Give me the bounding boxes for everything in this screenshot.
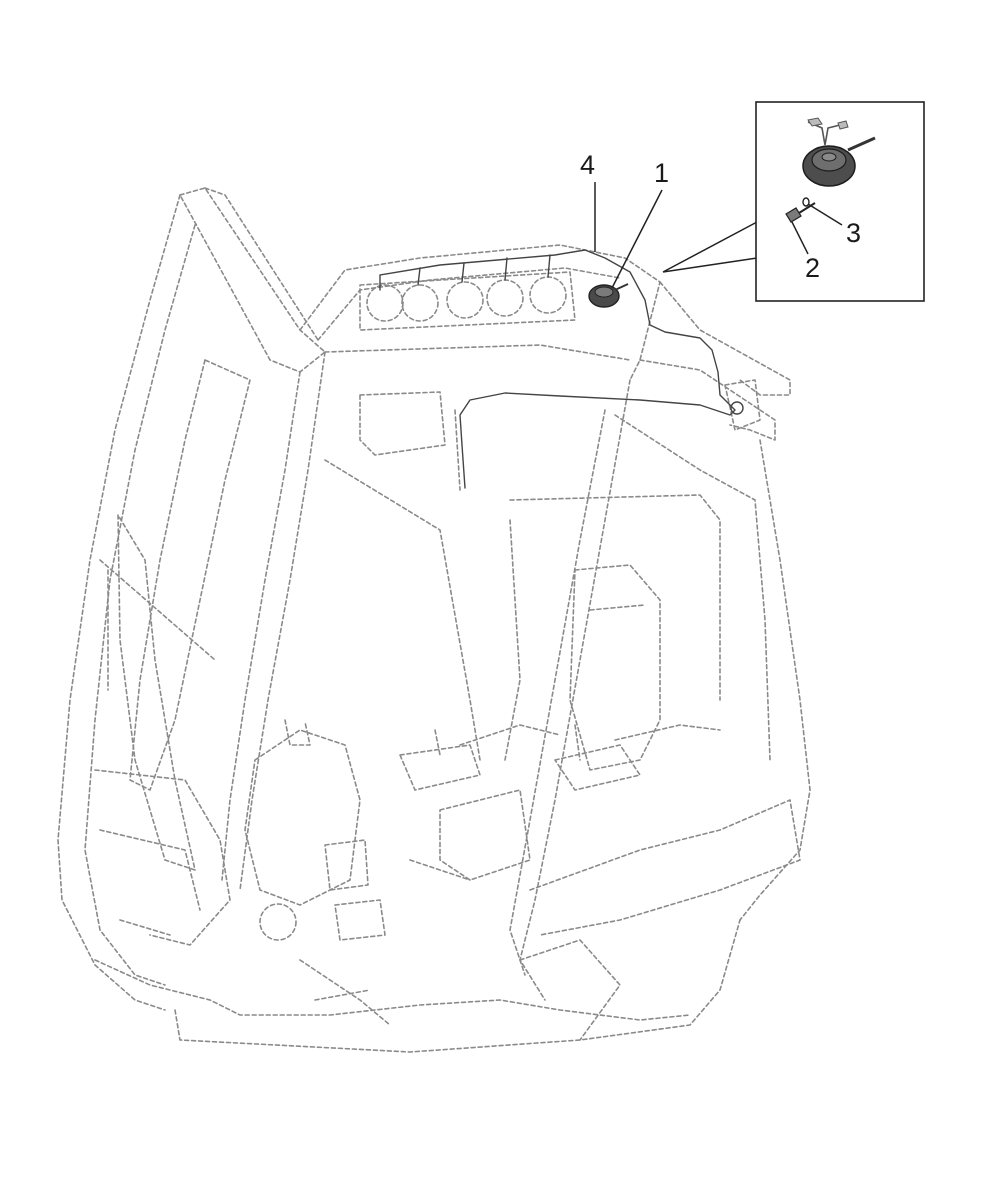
harness-branch-3 bbox=[504, 257, 508, 281]
floor-step bbox=[519, 939, 621, 1041]
left-door-top bbox=[179, 187, 326, 373]
wiring-harness bbox=[379, 249, 744, 489]
rear-right-outline bbox=[739, 439, 811, 921]
horn-installed bbox=[588, 283, 629, 308]
horn-face bbox=[594, 286, 614, 298]
callout-harness-number: 4 bbox=[580, 150, 595, 180]
operator-seat-back bbox=[569, 564, 661, 771]
harness-branch-1 bbox=[417, 267, 421, 286]
center-base bbox=[439, 789, 531, 881]
washer-detail bbox=[802, 197, 810, 207]
right-control-console bbox=[554, 744, 641, 791]
rear-bracket bbox=[724, 379, 761, 431]
horn-detail bbox=[802, 117, 876, 187]
detail-inset bbox=[662, 101, 925, 302]
right-lever bbox=[574, 724, 581, 761]
roof-light-5 bbox=[529, 276, 567, 314]
left-step bbox=[119, 919, 171, 936]
callout-bolt-number: 2 bbox=[805, 253, 820, 283]
pedal-housing bbox=[259, 903, 297, 941]
left-lever bbox=[434, 729, 441, 756]
roof-light-3 bbox=[446, 281, 484, 319]
floor-pedal-right bbox=[314, 989, 371, 1001]
horn-detail-center bbox=[821, 152, 837, 162]
console-knob bbox=[284, 719, 311, 746]
roof-lights bbox=[359, 271, 576, 331]
left-door-top-rim bbox=[204, 187, 319, 341]
left-door-inner-edge bbox=[84, 224, 196, 986]
back-panel-mid bbox=[504, 519, 521, 761]
roof-light-2 bbox=[401, 284, 439, 322]
horn-detail-terminal-1 bbox=[807, 117, 823, 127]
left-pillar-edge bbox=[239, 351, 326, 891]
horn-detail-terminal-2 bbox=[837, 120, 849, 130]
center-pillar-rear bbox=[509, 409, 606, 976]
floor-bottom bbox=[174, 919, 741, 1053]
roof-lower-lip bbox=[324, 344, 631, 361]
rear-window-small bbox=[359, 391, 446, 456]
door-handle bbox=[117, 514, 196, 871]
rear-window-edge bbox=[614, 414, 771, 761]
roof-light-housing bbox=[359, 271, 576, 331]
roof-light-4 bbox=[486, 279, 524, 317]
arm-rest-left bbox=[459, 724, 561, 746]
leader-horn bbox=[611, 189, 663, 289]
center-base-line bbox=[409, 859, 471, 881]
console-panel bbox=[324, 839, 369, 891]
harness-wire bbox=[379, 249, 736, 489]
front-console bbox=[244, 729, 361, 906]
callout-washer-number: 3 bbox=[846, 218, 861, 248]
seat-seam bbox=[589, 604, 646, 611]
back-panel-left bbox=[324, 459, 481, 761]
rear-window-inner bbox=[509, 494, 721, 701]
floor-pedal-left bbox=[299, 959, 391, 1026]
arm-rest-right bbox=[614, 724, 721, 741]
left-control-console bbox=[399, 744, 481, 791]
left-door-window bbox=[129, 359, 251, 791]
horn-bracket bbox=[614, 283, 629, 291]
console-lower-panel bbox=[334, 899, 386, 941]
detail-box bbox=[755, 101, 925, 302]
door-handle-rod bbox=[99, 559, 216, 661]
callout-horn-number: 1 bbox=[654, 158, 669, 188]
harness-branch-4 bbox=[547, 254, 551, 278]
leader-washer bbox=[807, 203, 843, 226]
harness-branch-2 bbox=[461, 262, 465, 283]
bolt-head bbox=[785, 207, 802, 223]
left-lower-inner bbox=[99, 829, 201, 911]
left-door-outer-edge bbox=[57, 194, 181, 1011]
horn-detail-bracket bbox=[847, 136, 876, 152]
roof-front bbox=[299, 244, 661, 381]
rear-roof-rail-lower bbox=[639, 359, 776, 441]
rear-window-divider bbox=[454, 409, 461, 491]
center-pillar-front bbox=[519, 379, 631, 1001]
roof-light-1 bbox=[366, 284, 404, 322]
leader-bolt bbox=[791, 221, 809, 255]
floor-right-panel bbox=[529, 799, 801, 936]
detail-pointer-lines bbox=[662, 221, 758, 273]
floor-front-edge bbox=[94, 959, 691, 1021]
cab-frame bbox=[57, 187, 811, 1053]
bolt-detail bbox=[785, 202, 816, 223]
bolt-shank bbox=[798, 202, 816, 214]
left-lower-structure bbox=[94, 769, 231, 946]
harness-connector bbox=[730, 401, 744, 415]
